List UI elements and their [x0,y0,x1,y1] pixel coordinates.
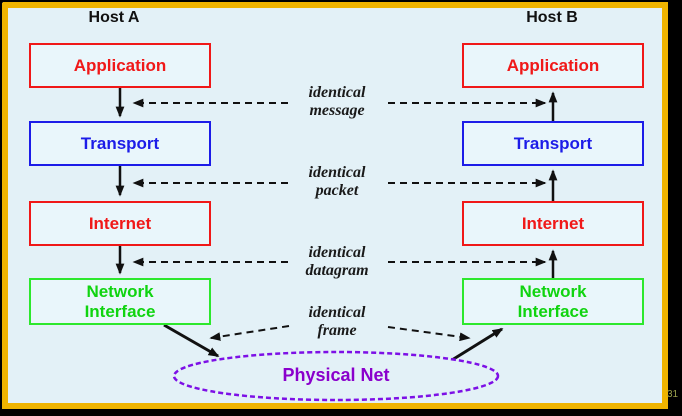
layer-label: Network Interface [517,281,589,321]
host-a-application-box: Application [29,43,211,88]
identical-frame-link [209,325,471,342]
identical-message-label: identical message [308,84,366,119]
frame-dashed-arrow-left [209,325,290,341]
layer-label: Internet [88,213,152,233]
physical-net-label: Physical Net [282,365,390,385]
host-a-title: Host A [88,9,140,26]
identical-packet-label: identical packet [308,164,366,199]
host-b-transport-box: Transport [462,121,644,166]
frame-dashed-arrow-right [387,326,471,342]
layer-label: Transport [80,133,160,153]
host-b-application-box: Application [462,43,644,88]
physical-net-ellipse [172,350,500,402]
host-a-network-interface-box: Network Interface [29,278,211,325]
physical-net-connectors [163,323,504,362]
physical-to-host-b-arrow [451,327,504,362]
identical-datagram-label: identical datagram [305,244,369,279]
host-a-to-physical-arrow [163,323,220,358]
slide-page-number: 31 [667,389,679,400]
host-a-internet-box: Internet [29,201,211,246]
identical-frame-label: identical frame [308,304,366,339]
host-a-transport-box: Transport [29,121,211,166]
host-b-title: Host B [526,9,578,26]
layer-label: Application [506,55,600,75]
host-b-internet-box: Internet [462,201,644,246]
layer-label: Network Interface [84,281,156,321]
layer-label: Transport [513,133,593,153]
layer-label: Application [73,55,167,75]
host-b-network-interface-box: Network Interface [462,278,644,325]
layer-label: Internet [521,213,585,233]
